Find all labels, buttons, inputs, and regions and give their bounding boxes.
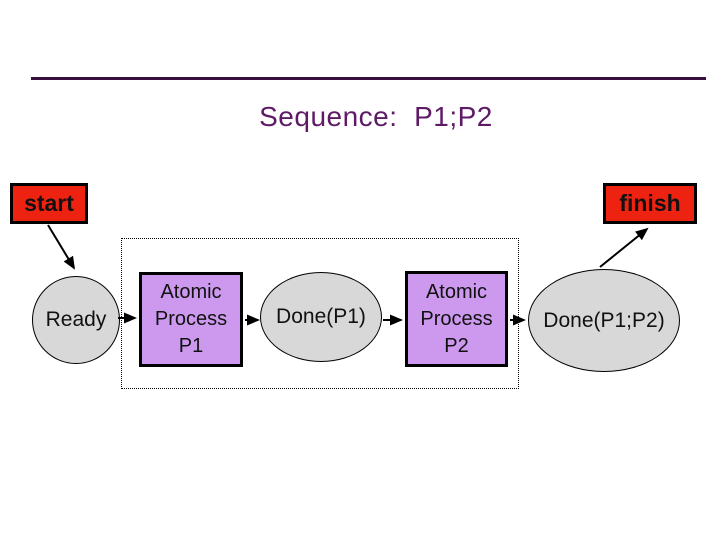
state-done-p1: Done(P1)	[260, 272, 382, 362]
process-p1-label: Atomic Process P1	[154, 281, 228, 357]
arrow-done-p1-p2-to-finish	[599, 227, 649, 268]
title-rule	[31, 77, 706, 80]
state-done-p1-p2: Done(P1;P2)	[528, 269, 680, 372]
state-done-p1-p2-label: Done(P1;P2)	[543, 308, 665, 332]
process-p2-label: Atomic Process P2	[420, 280, 493, 357]
start-node: start	[10, 183, 88, 224]
process-p1: Atomic Process P1	[139, 272, 243, 367]
arrow-start-to-ready	[47, 224, 76, 270]
state-done-p1-label: Done(P1)	[276, 305, 366, 328]
sequence-boundary	[121, 238, 519, 389]
finish-node: finish	[603, 183, 697, 224]
state-ready-label: Ready	[45, 308, 107, 331]
finish-label: finish	[619, 190, 681, 216]
state-ready: Ready	[32, 276, 120, 364]
start-label: start	[24, 190, 74, 216]
slide-title: Sequence: P1;P2	[259, 101, 493, 132]
process-p2: Atomic Process P2	[405, 271, 508, 367]
